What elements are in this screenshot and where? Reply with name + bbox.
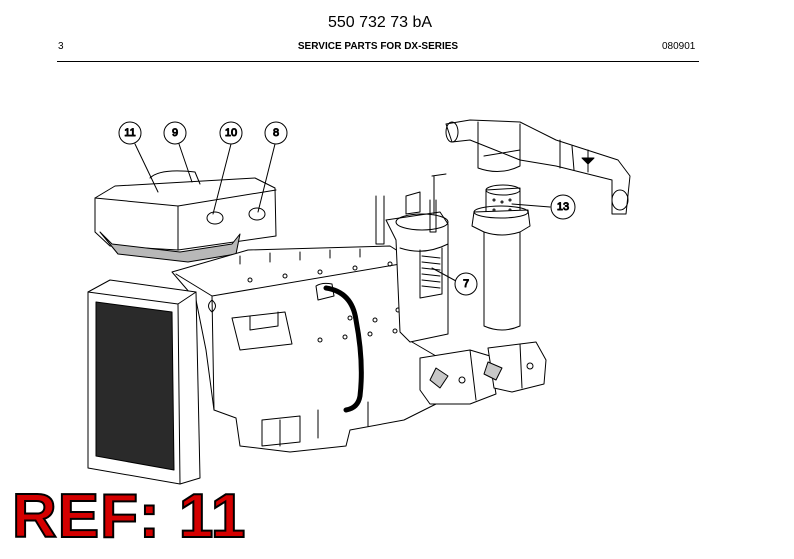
tank-assembly bbox=[375, 173, 449, 343]
reference-label: REF: 11 bbox=[11, 482, 247, 551]
svg-text:10: 10 bbox=[225, 127, 237, 139]
page-number: 3 bbox=[58, 41, 64, 52]
callout-11: 11 bbox=[118, 121, 142, 145]
document-number: 550 732 73 bA bbox=[327, 14, 433, 31]
engine-block bbox=[171, 245, 437, 453]
svg-text:8: 8 bbox=[273, 127, 279, 139]
filter-head bbox=[445, 119, 631, 215]
return-hose bbox=[323, 285, 364, 413]
filter-bowl bbox=[471, 205, 531, 331]
svg-text:11: 11 bbox=[124, 127, 135, 139]
hydraulic-pumps bbox=[419, 341, 547, 405]
svg-text:7: 7 bbox=[463, 278, 469, 290]
svg-text:13: 13 bbox=[557, 201, 569, 213]
leader-lines bbox=[134, 143, 551, 282]
header-rule bbox=[57, 61, 699, 62]
svg-text:9: 9 bbox=[172, 127, 178, 139]
callout-13: 13 bbox=[550, 194, 576, 220]
callout-9: 9 bbox=[163, 121, 187, 145]
date-code: 080901 bbox=[662, 41, 696, 52]
callout-10: 10 bbox=[219, 121, 243, 145]
document-title: SERVICE PARTS FOR DX-SERIES bbox=[297, 41, 459, 52]
callout-7: 7 bbox=[454, 272, 478, 296]
radiator bbox=[87, 279, 201, 485]
callout-8: 8 bbox=[264, 121, 288, 145]
oil-cooler bbox=[94, 170, 277, 263]
